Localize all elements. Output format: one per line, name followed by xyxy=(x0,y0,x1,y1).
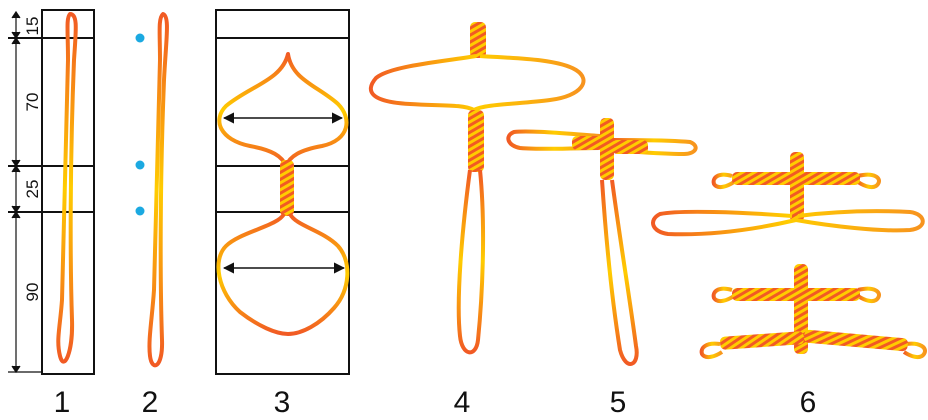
left-bottom-loop xyxy=(702,344,722,357)
vertical-twist xyxy=(790,152,804,222)
step-6-figure-bottom xyxy=(702,264,925,357)
right-arm-twist xyxy=(612,140,648,154)
step-2-figure xyxy=(136,14,167,365)
step-4-figure xyxy=(371,22,584,352)
step-3-figure xyxy=(216,10,349,374)
right-small-loop xyxy=(858,175,879,187)
tail-loop xyxy=(459,170,483,352)
step-label-4: 4 xyxy=(454,386,471,419)
step-1-figure: 15 70 25 90 xyxy=(8,10,94,374)
left-small-loop xyxy=(714,175,734,187)
step-label-5: 5 xyxy=(610,386,627,419)
dimension-label-90: 90 xyxy=(23,283,42,302)
marker-dot xyxy=(136,34,145,43)
horizontal-loop xyxy=(371,56,584,110)
right-small-loop xyxy=(858,289,879,301)
left-small-loop xyxy=(714,289,734,301)
long-bottom-loop xyxy=(653,211,923,234)
lower-arm-twist-right xyxy=(804,329,909,351)
dimension-label-25: 25 xyxy=(23,180,42,199)
doubled-cord xyxy=(149,14,167,365)
dimension-label-15: 15 xyxy=(23,17,42,36)
upper-loop xyxy=(219,54,346,166)
marker-dot xyxy=(136,207,145,216)
tail-loop xyxy=(602,180,637,364)
step-6-figure-top xyxy=(653,152,923,234)
dimension-label-70: 70 xyxy=(23,93,42,112)
middle-twist xyxy=(468,110,484,172)
vertical-twist xyxy=(600,118,614,180)
top-twist xyxy=(470,22,486,58)
step-label-3: 3 xyxy=(274,386,291,419)
lower-arm-twist-left xyxy=(720,331,805,350)
step-label-2: 2 xyxy=(142,386,159,419)
step-label-1: 1 xyxy=(54,386,71,419)
marker-dot xyxy=(136,161,145,170)
doubled-cord xyxy=(58,14,76,362)
step-label-6: 6 xyxy=(800,386,817,419)
twisted-section xyxy=(280,160,294,216)
step-5-figure xyxy=(508,118,695,364)
lower-loop xyxy=(218,214,347,334)
